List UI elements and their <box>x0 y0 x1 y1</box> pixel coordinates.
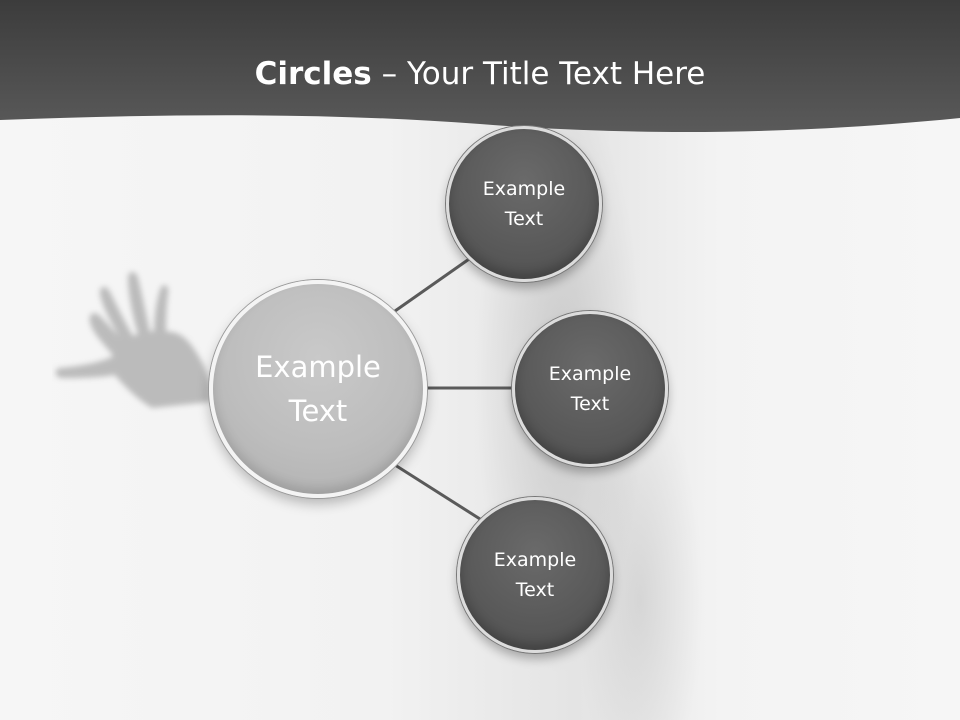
node-circle-2: Example Text <box>512 311 668 467</box>
node-circle-2-line1: Example <box>548 363 632 385</box>
connector-line-3 <box>394 463 481 521</box>
connector-line-1 <box>394 255 473 313</box>
node-circle-1: Example Text <box>446 126 602 282</box>
center-circle-line2: Text <box>288 394 348 428</box>
node-circle-1-line2: Text <box>504 208 544 230</box>
title-bold: Circles <box>254 56 372 92</box>
node-circle-3-line2: Text <box>515 579 555 601</box>
node-circle-1-line1: Example <box>482 178 566 200</box>
title-rest: – Your Title Text Here <box>371 56 706 92</box>
node-circle-2-line2: Text <box>570 393 610 415</box>
page-title: Circles – Your Title Text Here <box>0 54 960 94</box>
center-circle: Example Text <box>209 280 427 498</box>
node-circle-3: Example Text <box>457 497 613 653</box>
node-circle-3-line1: Example <box>493 549 577 571</box>
center-circle-line1: Example <box>255 350 381 384</box>
hand-shadow-icon <box>55 272 211 408</box>
header-band <box>0 0 960 132</box>
